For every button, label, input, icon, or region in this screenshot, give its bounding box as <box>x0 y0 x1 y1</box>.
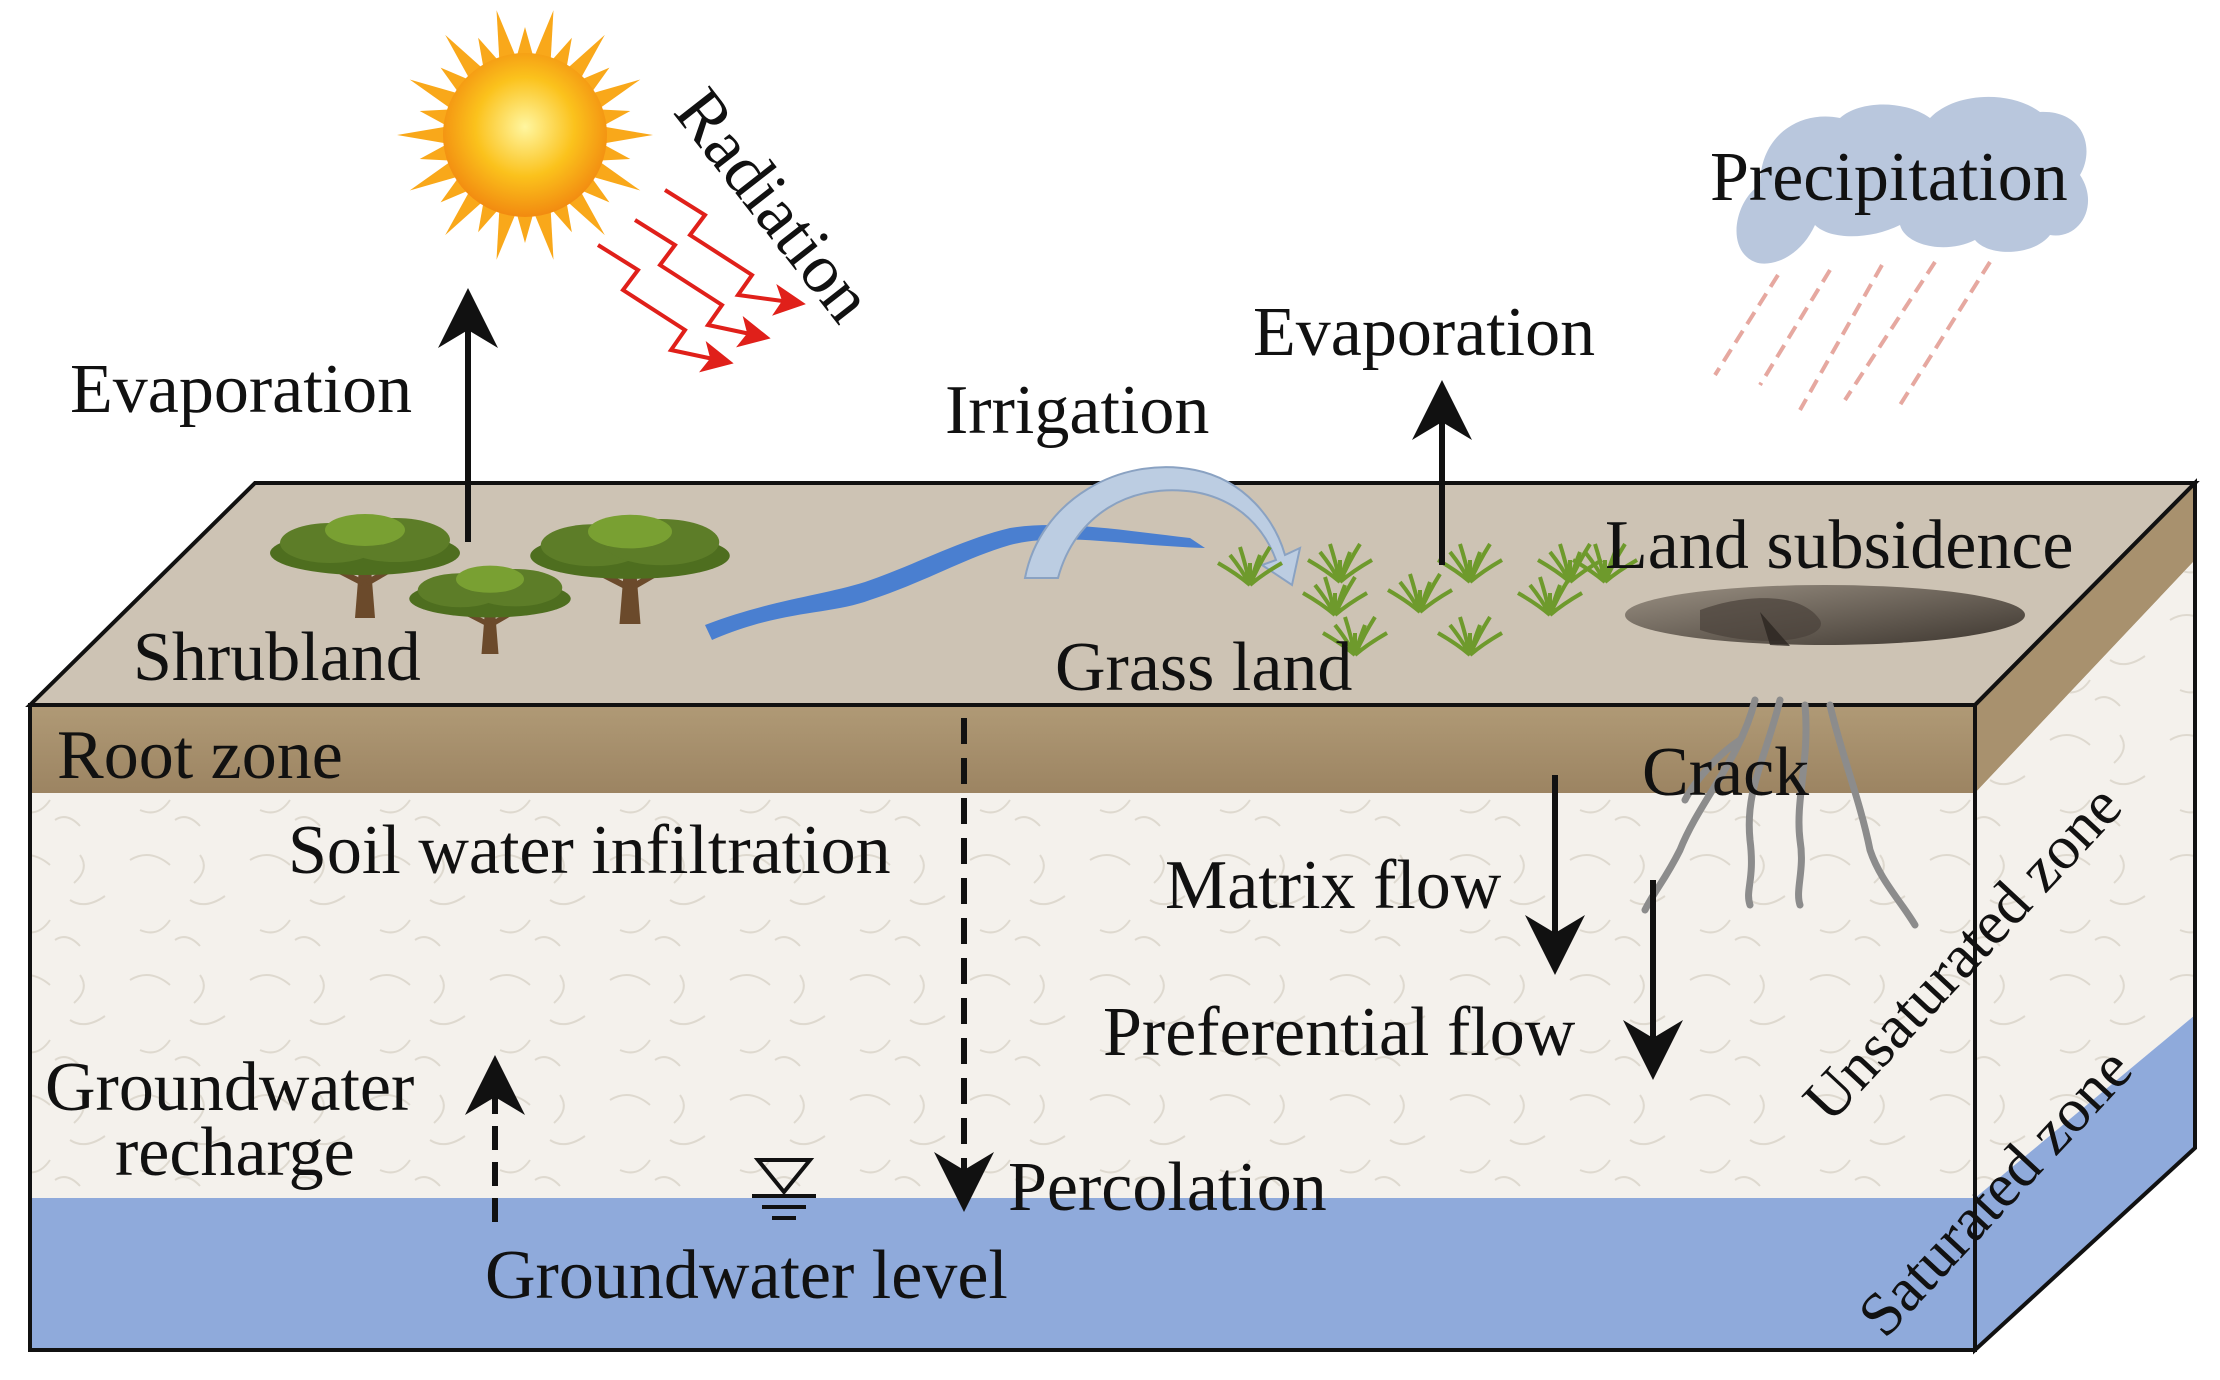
label-root-zone: Root zone <box>57 717 343 794</box>
water-table-symbol-icon <box>752 1158 816 1220</box>
label-evaporation-right: Evaporation <box>1253 294 1595 371</box>
label-precipitation: Precipitation <box>1710 139 2068 216</box>
rain <box>1713 260 1992 411</box>
label-soil-water-infiltration: Soil water infiltration <box>288 812 891 889</box>
irrigation-arrow <box>1023 466 1302 587</box>
sun-icon <box>397 10 653 260</box>
label-groundwater-recharge-line2: recharge <box>115 1114 355 1191</box>
side-saturated <box>1975 1015 2195 1350</box>
label-shrubland: Shrubland <box>133 619 421 696</box>
label-crack: Crack <box>1642 734 1809 811</box>
label-groundwater-level: Groundwater level <box>485 1237 1008 1314</box>
label-groundwater-recharge-line1: Groundwater <box>45 1049 414 1126</box>
saturated-layer <box>30 1198 1975 1350</box>
label-grass-land: Grass land <box>1055 629 1352 706</box>
shrub-icon <box>270 514 730 654</box>
grass-icon <box>1217 542 1638 657</box>
label-land-subsidence: Land subsidence <box>1605 507 2073 584</box>
crack-lines <box>1641 696 1919 929</box>
subsidence-pit-icon <box>1625 585 2025 646</box>
label-radiation: Radiation <box>659 74 887 336</box>
label-preferential-flow: Preferential flow <box>1103 994 1576 1071</box>
side-root-zone <box>1975 483 2195 793</box>
cloud-icon <box>1736 96 2089 264</box>
river-icon <box>705 525 1205 640</box>
radiation-arrows <box>596 188 806 373</box>
label-evaporation-left: Evaporation <box>70 351 412 428</box>
label-percolation: Percolation <box>1008 1149 1327 1226</box>
label-matrix-flow: Matrix flow <box>1165 847 1502 924</box>
label-irrigation: Irrigation <box>945 372 1209 449</box>
root-zone-layer <box>30 705 1975 793</box>
